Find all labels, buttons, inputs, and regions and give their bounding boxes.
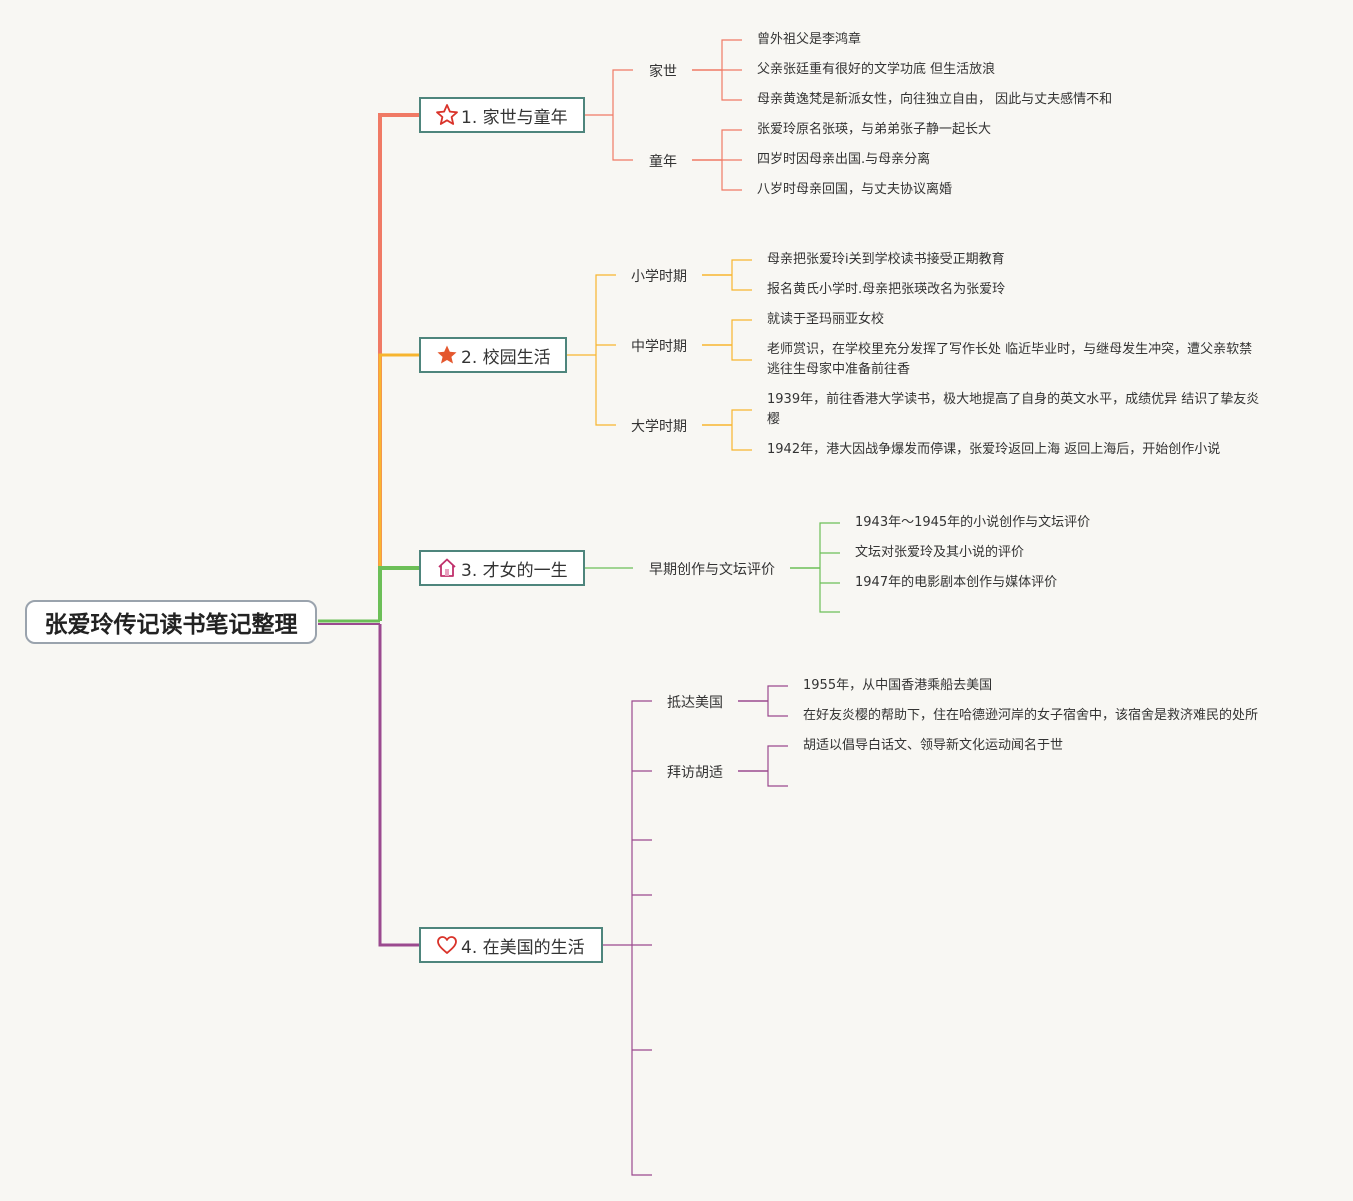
leaf-note[interactable]: 1947年的电影剧本创作与媒体评价 — [855, 575, 1058, 590]
leaf-note[interactable]: 四岁时因母亲出国.与母亲分离 — [757, 152, 931, 167]
subtopic-early-works[interactable]: 早期创作与文坛评价 — [649, 562, 775, 578]
leaf-note[interactable]: 报名黄氏小学时.母亲把张瑛改名为张爱玲 — [767, 282, 1006, 297]
branch-title: 2. 校园生活 — [461, 347, 551, 368]
subtopic-arrive-us[interactable]: 抵达美国 — [667, 695, 723, 711]
house-icon — [435, 556, 459, 580]
subtopic-childhood[interactable]: 童年 — [649, 154, 677, 170]
leaf-note[interactable]: 1943年～1945年的小说创作与文坛评价 — [855, 515, 1091, 530]
leaf-note[interactable]: 八岁时母亲回国，与丈夫协议离婚 — [757, 182, 953, 197]
leaf-note[interactable]: 母亲黄逸梵是新派女性，向往独立自由， 因此与丈夫感情不和 — [757, 92, 1113, 107]
subtopic-family[interactable]: 家世 — [649, 64, 677, 80]
subtopic-primary-school[interactable]: 小学时期 — [631, 269, 687, 285]
leaf-note[interactable]: 1939年，前往香港大学读书，极大地提高了自身的英文水平，成绩优异 结识了挚友炎… — [767, 392, 1260, 427]
star-outline-icon — [435, 103, 459, 127]
leaf-note[interactable]: 曾外祖父是李鸿章 — [757, 32, 862, 47]
branch-title: 3. 才女的一生 — [461, 560, 568, 581]
leaf-note[interactable]: 胡适以倡导白话文、领导新文化运动闻名于世 — [803, 738, 1064, 753]
branch-node-life-in-america[interactable]: 4. 在美国的生活 — [419, 927, 603, 963]
star-filled-icon — [435, 343, 459, 367]
branch-title: 4. 在美国的生活 — [461, 937, 585, 958]
branch-node-family-childhood[interactable]: 1. 家世与童年 — [419, 97, 585, 133]
subtopic-middle-school[interactable]: 中学时期 — [631, 339, 687, 355]
heart-outline-icon — [435, 933, 459, 957]
subtopic-visit-hu-shi[interactable]: 拜访胡适 — [667, 765, 723, 781]
leaf-note[interactable]: 1942年，港大因战争爆发而停课，张爱玲返回上海 返回上海后，开始创作小说 — [767, 442, 1221, 457]
leaf-note[interactable]: 1955年，从中国香港乘船去美国 — [803, 678, 993, 693]
root-node[interactable]: 张爱玲传记读书笔记整理 — [25, 600, 317, 644]
root-title: 张爱玲传记读书笔记整理 — [44, 612, 298, 638]
branch-node-school-life[interactable]: 2. 校园生活 — [419, 337, 567, 373]
leaf-note[interactable]: 老师赏识，在学校里充分发挥了写作长处 临近毕业时，与继母发生冲突，遭父亲软禁 逃… — [767, 342, 1253, 377]
leaf-note[interactable]: 在好友炎樱的帮助下，住在哈德逊河岸的女子宿舍中，该宿舍是救济难民的处所 — [803, 708, 1259, 723]
leaf-note[interactable]: 就读于圣玛丽亚女校 — [767, 312, 885, 327]
leaf-note[interactable]: 母亲把张爱玲i关到学校读书接受正期教育 — [767, 252, 1005, 267]
leaf-note[interactable]: 文坛对张爱玲及其小说的评价 — [855, 545, 1025, 560]
leaf-note[interactable]: 张爱玲原名张瑛，与弟弟张子静一起长大 — [757, 122, 992, 137]
branch-node-talented-life[interactable]: 3. 才女的一生 — [419, 550, 585, 586]
branch-title: 1. 家世与童年 — [461, 107, 568, 128]
leaf-note[interactable]: 父亲张廷重有很好的文学功底 但生活放浪 — [757, 62, 996, 77]
subtopic-university[interactable]: 大学时期 — [631, 419, 687, 435]
